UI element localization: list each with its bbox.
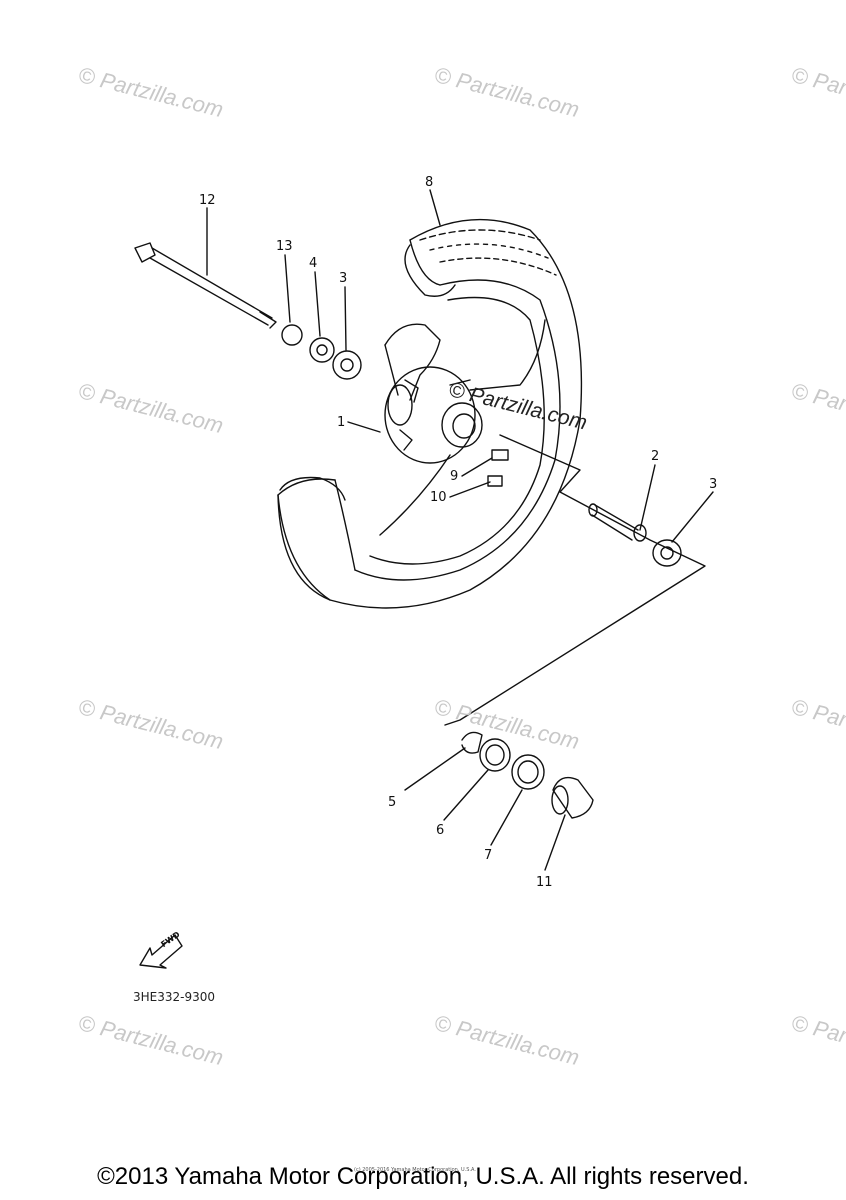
tire-rim	[277, 218, 583, 609]
axle	[134, 242, 277, 329]
leader-1	[347, 421, 381, 433]
collar-4	[309, 337, 335, 363]
fwd-arrow-icon	[139, 934, 183, 969]
bearing-3-left	[332, 350, 362, 380]
callout-2: 2	[651, 449, 660, 464]
callout-13: 13	[276, 239, 293, 254]
callout-4: 4	[309, 256, 318, 271]
callout-10: 10	[430, 490, 447, 505]
collar-4-bore	[316, 344, 328, 356]
callout-6: 6	[436, 823, 445, 838]
bearing-3-right	[652, 539, 682, 567]
leader-6	[443, 769, 489, 821]
leader-5	[404, 747, 466, 791]
diagram-code: 3HE332-9300	[133, 990, 216, 1004]
callout-8: 8	[425, 175, 434, 190]
tiny-copyright-note: (c) 2005-2016 Yamaha Motor Corporation, …	[354, 1167, 476, 1173]
callout-3a: 3	[339, 271, 348, 286]
bearing-7	[511, 754, 545, 790]
leader-2	[639, 464, 656, 531]
copyright-footer: ©2013 Yamaha Motor Corporation, U.S.A. A…	[97, 1163, 749, 1190]
callout-5: 5	[388, 795, 397, 810]
callout-12: 12	[199, 193, 216, 208]
callout-3b: 3	[709, 477, 718, 492]
leader-8	[429, 189, 441, 226]
bearing-3-left-bore	[340, 358, 354, 372]
leader-9	[461, 457, 493, 477]
oil-seal-6	[479, 738, 511, 772]
callout-9: 9	[450, 469, 459, 484]
leader-10	[449, 481, 491, 498]
valve-assembly	[487, 449, 509, 487]
wheel-hub	[379, 319, 546, 536]
leader-7	[490, 789, 523, 846]
spacer-13	[281, 324, 303, 346]
leader-11	[544, 814, 566, 871]
leader-13	[284, 254, 291, 323]
callout-11: 11	[536, 875, 553, 890]
spacer-2	[588, 503, 647, 542]
leader-4	[314, 271, 321, 337]
callout-7: 7	[484, 848, 493, 863]
bearing-3-right-bore	[660, 546, 674, 560]
circlip-5	[461, 731, 483, 754]
guide-line-lower	[444, 434, 706, 726]
leader-3a	[344, 286, 347, 351]
callout-1: 1	[337, 415, 346, 430]
leader-3b	[671, 491, 714, 543]
meter-gear-11	[551, 776, 594, 819]
